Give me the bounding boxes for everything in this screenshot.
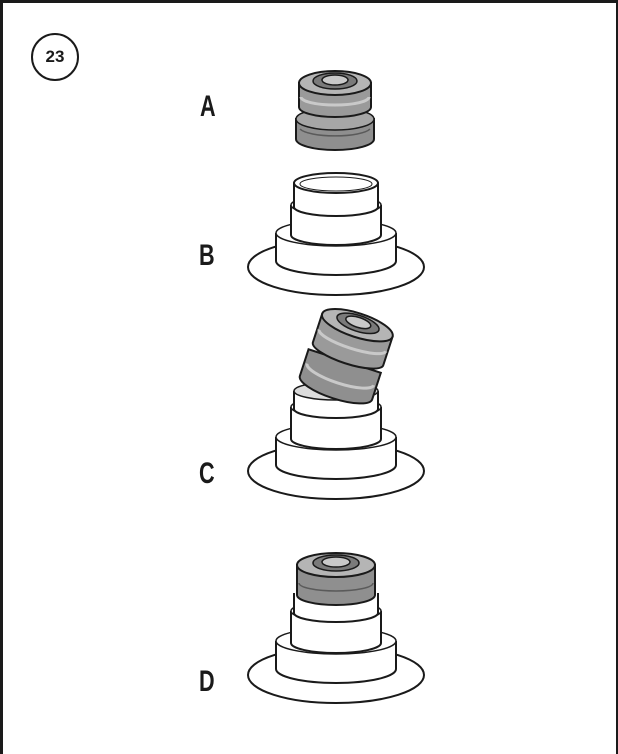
label-c: C [199,457,215,490]
label-b: B [199,239,215,272]
flange-insert-seated-illustration [247,552,425,704]
step-number: 23 [45,47,65,66]
label-a: A [200,90,216,123]
gasket-illustration [295,70,375,151]
step-number-badge: 23 [31,33,79,81]
flange-insert-angle-illustration [247,308,425,500]
label-d: D [199,665,215,698]
flange-illustration [247,172,425,296]
